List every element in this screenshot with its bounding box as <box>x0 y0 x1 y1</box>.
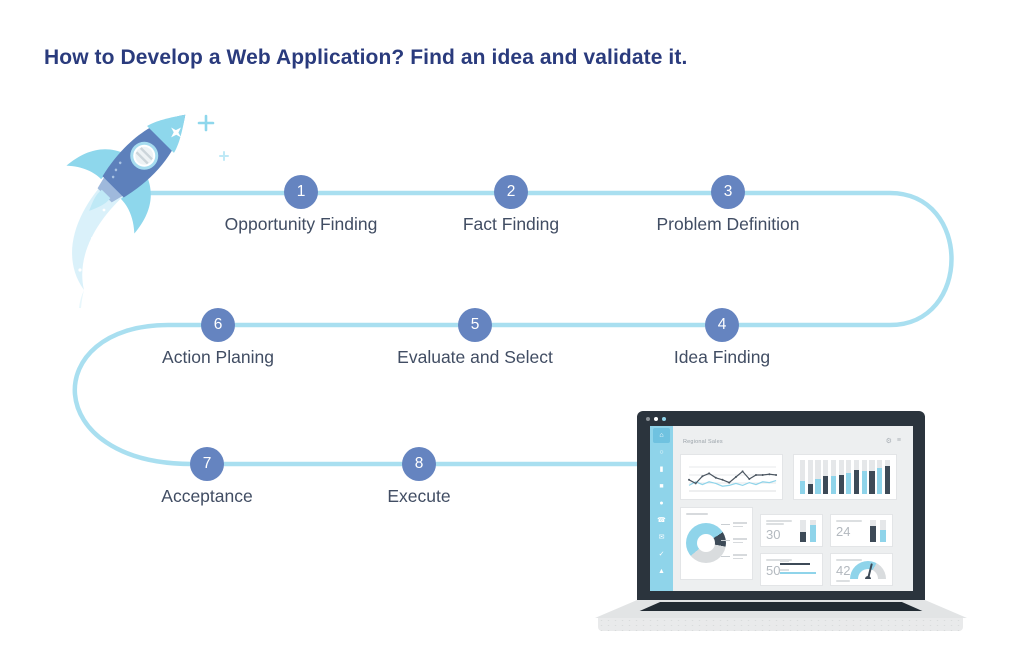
bar-chart-card <box>793 454 897 500</box>
step-8-label: Execute <box>387 486 451 506</box>
step-7-circle: 7 <box>190 447 224 481</box>
rocket-trail <box>72 176 128 308</box>
step-6-label: Action Planing <box>162 347 274 367</box>
step-5-label: Evaluate and Select <box>397 347 553 367</box>
step-1-label: Opportunity Finding <box>224 214 378 234</box>
window-dot-gray <box>646 417 650 421</box>
page-title: How to Develop a Web Application? Find a… <box>44 46 688 69</box>
gauge-chart <box>850 561 886 579</box>
step-4-label: Idea Finding <box>673 347 771 367</box>
step-4-circle: 4 <box>705 308 739 342</box>
step-6-circle: 6 <box>201 308 235 342</box>
step-3-label: Problem Definition <box>656 214 800 234</box>
step-1-circle: 1 <box>284 175 318 209</box>
settings-icon: ● <box>659 500 664 507</box>
laptop-base <box>598 618 963 631</box>
dashboard-header-icons: ⚙ ≡ <box>886 437 901 445</box>
folder-icon: ■ <box>659 483 664 490</box>
laptop-illustration: ⌂ ○ ▮ ■ ● ☎ ✉ ✓ ▲ Regional Sales ⚙ ≡ <box>595 408 967 634</box>
home-icon: ⌂ <box>653 428 670 443</box>
donut-chart-card <box>680 507 753 580</box>
donut-legend <box>721 522 747 559</box>
dashboard-title: Regional Sales <box>683 439 723 445</box>
profile-icon: ▲ <box>658 568 665 575</box>
stat-value: 50 <box>766 563 781 578</box>
window-dot-white <box>654 417 658 421</box>
stat-card-50: 50 <box>760 553 823 586</box>
window-dots <box>646 417 666 421</box>
laptop-keyboard <box>639 602 923 611</box>
step-5-circle: 5 <box>458 308 492 342</box>
dashboard-sidebar: ⌂ ○ ▮ ■ ● ☎ ✉ ✓ ▲ <box>650 426 673 591</box>
gear-icon: ⚙ <box>885 438 892 445</box>
step-2-circle: 2 <box>494 175 528 209</box>
stat-value: 24 <box>836 524 851 539</box>
stat-value: 30 <box>766 527 781 542</box>
line-chart <box>688 466 778 492</box>
tasks-icon: ✓ <box>658 551 665 558</box>
step-2-label: Fact Finding <box>462 214 560 234</box>
line-chart-card <box>680 454 783 500</box>
donut-chart <box>686 523 726 563</box>
stat-card-24: 24 <box>830 514 893 547</box>
step-8-circle: 8 <box>402 447 436 481</box>
window-dot-blue <box>662 417 666 421</box>
stat-card-42: 42 <box>830 553 893 586</box>
step-7-label: Acceptance <box>161 486 253 506</box>
laptop-screen: ⌂ ○ ▮ ■ ● ☎ ✉ ✓ ▲ Regional Sales ⚙ ≡ <box>637 411 925 600</box>
stat-card-30: 30 <box>760 514 823 547</box>
stats-icon: ▮ <box>659 466 664 473</box>
dashboard: ⌂ ○ ▮ ■ ● ☎ ✉ ✓ ▲ Regional Sales ⚙ ≡ <box>650 426 913 591</box>
phone-icon: ☎ <box>657 517 666 524</box>
bar-chart-bars <box>800 460 891 494</box>
step-3-circle: 3 <box>711 175 745 209</box>
stat-value: 42 <box>836 563 851 578</box>
search-icon: ○ <box>659 449 664 456</box>
mail-icon: ✉ <box>658 534 665 541</box>
menu-icon: ≡ <box>896 437 901 444</box>
rocket-icon <box>66 114 229 308</box>
